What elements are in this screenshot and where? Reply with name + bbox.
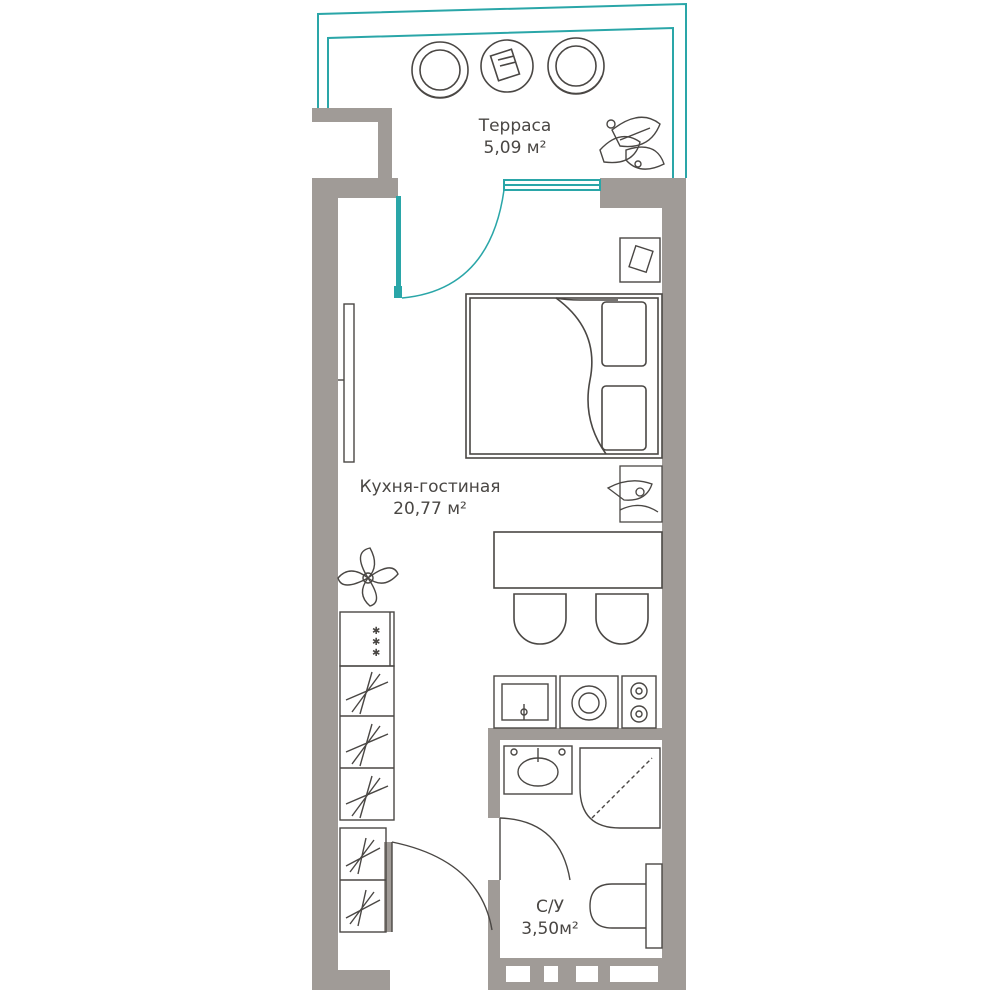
room-name: Терраса (478, 116, 552, 136)
walls (312, 108, 686, 990)
room-area: 5,09 м² (483, 138, 547, 158)
wardrobe-icon (339, 665, 395, 821)
bathroom-label: С/У 3,50м² (505, 896, 595, 940)
table-icon (480, 39, 534, 93)
bottom-window-openings (506, 966, 658, 982)
wardrobe-icon (339, 827, 387, 933)
chair-icon (547, 37, 605, 95)
door-icon (391, 841, 493, 932)
stove-icon (621, 675, 657, 729)
room-name: С/У (536, 897, 564, 917)
plant-icon (337, 547, 399, 607)
window-icon (503, 179, 601, 191)
plant-icon (606, 465, 663, 523)
living-room-label: Кухня-гостиная 20,77 м² (340, 476, 520, 520)
chair-icon (513, 593, 567, 645)
plant-icon (599, 116, 665, 170)
terrace-label: Терраса 5,09 м² (455, 115, 575, 159)
svg-text:✱: ✱ (372, 626, 380, 637)
door-icon (499, 817, 571, 881)
sink-icon (493, 675, 557, 729)
chair-icon (411, 41, 469, 99)
sink-icon (503, 745, 573, 795)
toilet-icon (589, 863, 663, 949)
chair-icon (595, 593, 649, 645)
nightstand (619, 237, 661, 283)
room-name: Кухня-гостиная (359, 477, 501, 497)
washing-machine-icon (559, 675, 619, 729)
shower-icon (579, 747, 661, 829)
door-icon (394, 189, 505, 299)
wall-panel (338, 303, 355, 463)
room-area: 3,50м² (521, 919, 579, 939)
room-area: 20,77 м² (393, 499, 467, 519)
stove-burners: ✱ ✱ ✱ (372, 626, 380, 659)
stove-icon (339, 611, 395, 667)
table-icon (493, 531, 663, 589)
svg-text:✱: ✱ (372, 648, 380, 659)
terrace-railing (317, 2, 687, 178)
bed-icon (465, 293, 663, 459)
svg-text:✱: ✱ (372, 637, 380, 648)
